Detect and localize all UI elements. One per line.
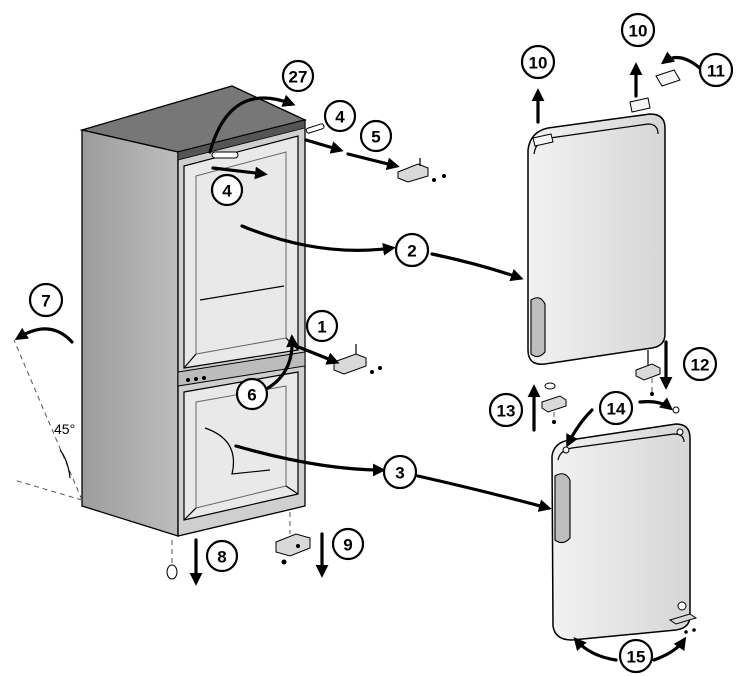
callout-5: 5 <box>359 119 393 153</box>
callout-12: 12 <box>682 346 718 382</box>
svg-text:1: 1 <box>317 318 326 337</box>
svg-text:4: 4 <box>222 182 232 201</box>
lower-door <box>551 423 691 641</box>
svg-text:11: 11 <box>707 62 725 81</box>
callout-10-left: 10 <box>520 44 556 80</box>
callout-8: 8 <box>205 539 239 573</box>
lower-door-panel <box>551 423 691 641</box>
svg-text:4: 4 <box>335 108 345 127</box>
callout-1: 1 <box>305 309 339 343</box>
bottom-hinge <box>275 512 311 565</box>
upper-door-handle <box>530 297 546 358</box>
svg-text:8: 8 <box>217 548 226 567</box>
svg-text:7: 7 <box>41 292 50 311</box>
callout-3: 3 <box>382 454 418 490</box>
callout-13: 13 <box>488 392 524 428</box>
svg-text:2: 2 <box>407 242 416 261</box>
callout-9: 9 <box>331 527 365 561</box>
upper-door <box>527 69 681 365</box>
svg-text:9: 9 <box>343 536 352 555</box>
callout-14: 14 <box>598 390 634 426</box>
svg-text:10: 10 <box>629 22 648 41</box>
upper-door-hinge-pin <box>635 350 661 396</box>
motion-arrows <box>189 51 704 662</box>
callout-27: 27 <box>281 59 315 93</box>
upper-door-panel <box>527 113 666 365</box>
svg-text:10: 10 <box>529 54 548 73</box>
fridge-cabinet <box>79 85 307 537</box>
adjustable-foot <box>166 540 178 580</box>
callout-15: 15 <box>618 638 654 674</box>
hinge-parts <box>166 123 698 634</box>
callout-7: 7 <box>28 282 64 318</box>
door-top-plug-right <box>629 97 651 113</box>
callout-6: 6 <box>235 377 269 411</box>
tilt-angle-label: 45° <box>54 421 75 437</box>
svg-text:27: 27 <box>289 68 308 87</box>
svg-text:12: 12 <box>691 356 710 375</box>
lower-door-hinge-parts <box>668 601 698 634</box>
middle-hinge <box>333 344 382 375</box>
svg-text:13: 13 <box>497 402 516 421</box>
lower-door-handle <box>554 473 571 544</box>
callout-4-lower: 4 <box>210 173 244 207</box>
cap-piece <box>655 69 681 87</box>
callout-4-upper: 4 <box>323 99 357 133</box>
tilt-indicator: 45° <box>13 327 83 501</box>
callout-11: 11 <box>698 52 734 88</box>
swap-hinge-pin <box>541 382 567 424</box>
callout-2: 2 <box>394 232 430 268</box>
top-hinge <box>397 158 446 183</box>
door-top-plug-left <box>532 133 554 147</box>
svg-text:5: 5 <box>371 128 380 147</box>
svg-text:14: 14 <box>607 400 626 419</box>
svg-text:6: 6 <box>247 386 256 405</box>
svg-text:15: 15 <box>627 648 646 667</box>
compartment-divider <box>177 351 306 387</box>
callout-10-right: 10 <box>620 12 656 48</box>
svg-text:3: 3 <box>395 464 404 483</box>
cabinet-side <box>81 129 179 537</box>
